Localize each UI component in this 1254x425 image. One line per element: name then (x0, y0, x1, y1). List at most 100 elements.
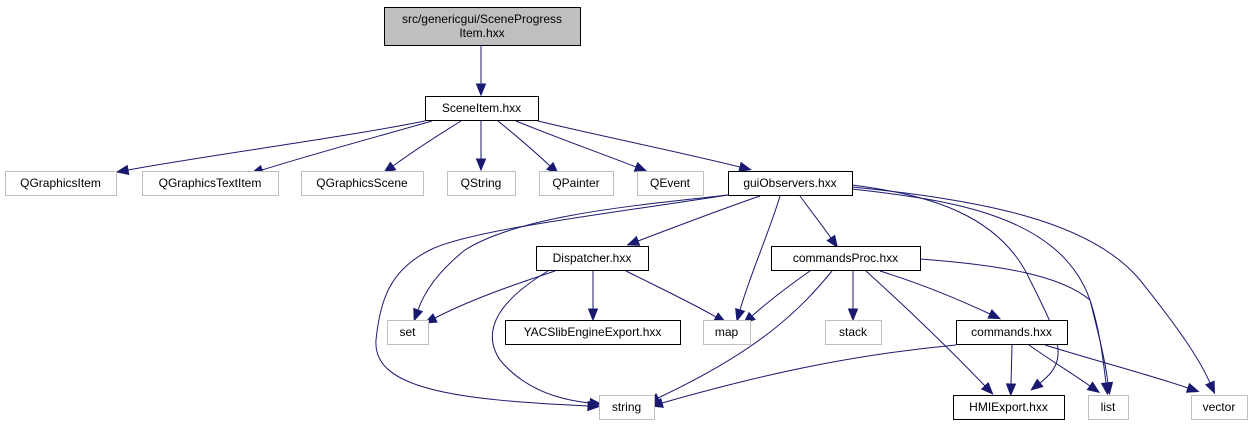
edge-commands-to-list-arrowhead (1086, 381, 1101, 394)
node-list-box (1088, 395, 1129, 420)
node-commandsproc[interactable]: commandsProc.hxx (771, 246, 921, 271)
node-hmiexport-label: HMIExport.hxx (969, 400, 1048, 414)
node-map-label: map (715, 325, 739, 339)
edge-sceneitem-to-qgraphicsitem-arrowhead (115, 164, 130, 176)
node-guiobservers-box (728, 171, 853, 196)
nodes: src/genericgui/SceneProgressItem.hxxScen… (5, 7, 1248, 420)
edge-commands-to-list (1028, 344, 1091, 387)
edge-guiobservers-to-map (739, 195, 781, 311)
node-root-label: src/genericgui/SceneProgress (402, 12, 562, 26)
node-guiobservers-label: guiObservers.hxx (743, 176, 836, 190)
edge-guiobservers-to-dispatcher (637, 195, 761, 242)
edge-commands-to-hmiexport (1010, 344, 1013, 385)
edge-commandsproc-to-list (919, 258, 1107, 384)
edge-commands-to-hmiexport-arrowhead (1005, 383, 1017, 397)
node-yacslibengineexport[interactable]: YACSlibEngineExport.hxx (505, 320, 681, 345)
node-sceneitem-box (425, 96, 539, 121)
edge-commandsproc-to-map (751, 270, 811, 317)
edge-commands-to-vector-arrowhead (1185, 382, 1200, 393)
node-qpainter-label: QPainter (552, 176, 599, 190)
node-qstring-box (447, 171, 516, 196)
node-qgraphicsscene: QGraphicsScene (301, 171, 424, 196)
edge-guiobservers-to-set (417, 194, 729, 311)
node-vector-box (1191, 395, 1248, 420)
edge-commands-to-vector (1044, 344, 1189, 389)
node-qevent-box (637, 171, 704, 196)
node-hmiexport[interactable]: HMIExport.hxx (953, 395, 1065, 420)
node-set: set (387, 320, 429, 345)
node-qevent-label: QEvent (650, 176, 691, 190)
edge-sceneitem-to-qevent (515, 120, 637, 168)
node-guiobservers[interactable]: guiObservers.hxx (728, 171, 853, 196)
edge-commandsproc-to-hmiexport (865, 270, 986, 387)
node-qgraphicsitem-label: QGraphicsItem (20, 176, 101, 190)
node-qgraphicstextitem-label: QGraphicsTextItem (159, 176, 262, 190)
edge-sceneitem-to-qgraphicstextitem (261, 120, 433, 171)
node-list: list (1088, 395, 1129, 420)
edge-dispatcher-to-map (625, 270, 717, 318)
node-string-box (599, 395, 655, 420)
node-qpainter: QPainter (539, 171, 614, 196)
edge-guiobservers-to-vector-arrowhead (1205, 380, 1215, 395)
node-vector-label: vector (1203, 400, 1236, 414)
edge-dispatcher-to-yacslibengineexport-arrowhead (587, 308, 599, 322)
edge-sceneitem-to-qgraphicsscene-arrowhead (383, 161, 397, 174)
edges (115, 45, 1215, 412)
node-qstring: QString (447, 171, 516, 196)
node-root-box (384, 7, 581, 46)
edge-sceneitem-to-guiobservers-arrowhead (738, 161, 752, 172)
node-commandsproc-box (771, 246, 921, 271)
edge-guiobservers-to-commandsproc-arrowhead (826, 234, 839, 249)
node-qgraphicsscene-box (301, 171, 424, 196)
node-hmiexport-box (953, 395, 1065, 420)
edge-root-to-sceneitem-arrowhead (475, 83, 487, 97)
edge-commandsproc-to-commands (879, 270, 991, 315)
edge-commands-to-string (661, 344, 957, 404)
node-sceneitem[interactable]: SceneItem.hxx (425, 96, 539, 121)
edge-sceneitem-to-guiobservers (537, 120, 741, 168)
edge-guiobservers-to-vector (851, 186, 1211, 384)
edge-guiobservers-to-string (375, 194, 729, 407)
edge-sceneitem-to-qevent-arrowhead (633, 161, 648, 172)
node-yacslibengineexport-label: YACSlibEngineExport.hxx (524, 325, 662, 339)
node-qgraphicsitem-box (5, 171, 117, 196)
node-qgraphicstextitem: QGraphicsTextItem (142, 171, 279, 196)
edge-sceneitem-to-qgraphicsscene (392, 120, 462, 167)
node-map-box (703, 320, 751, 345)
edge-guiobservers-to-hmiexport (851, 184, 1059, 384)
edge-guiobservers-to-list (851, 188, 1109, 384)
node-vector: vector (1191, 395, 1248, 420)
node-commandsproc-label: commandsProc.hxx (793, 251, 898, 265)
node-qpainter-box (539, 171, 614, 196)
edge-sceneitem-to-qgraphicsitem (127, 120, 426, 171)
node-qevent: QEvent (637, 171, 704, 196)
edge-dispatcher-to-string-arrowhead (588, 397, 603, 409)
edge-guiobservers-to-dispatcher-arrowhead (626, 235, 641, 246)
edge-sceneitem-to-qpainter (497, 120, 551, 167)
edge-commandsproc-to-commands-arrowhead (987, 309, 1002, 320)
edge-sceneitem-to-qstring-arrowhead (475, 158, 487, 172)
edge-dispatcher-to-string (491, 270, 591, 404)
node-stack: stack (825, 320, 882, 345)
node-dispatcher[interactable]: Dispatcher.hxx (536, 246, 649, 271)
node-root-label: Item.hxx (459, 26, 504, 40)
node-map: map (703, 320, 751, 345)
node-dispatcher-box (536, 246, 649, 271)
edge-commandsproc-to-hmiexport-arrowhead (980, 382, 994, 395)
node-list-label: list (1101, 400, 1116, 414)
node-commands-label: commands.hxx (971, 325, 1052, 339)
node-qgraphicsitem: QGraphicsItem (5, 171, 117, 196)
edge-commandsproc-to-list-arrowhead (1100, 381, 1112, 396)
node-set-box (387, 320, 429, 345)
node-string: string (599, 395, 655, 420)
edge-guiobservers-to-set-arrowhead (413, 307, 424, 322)
edge-commandsproc-to-string (657, 270, 833, 399)
node-commands[interactable]: commands.hxx (956, 320, 1068, 345)
node-string-label: string (612, 400, 641, 414)
node-qgraphicstextitem-box (142, 171, 279, 196)
node-stack-label: stack (839, 325, 868, 339)
node-yacslibengineexport-box (505, 320, 681, 345)
node-dispatcher-label: Dispatcher.hxx (553, 251, 632, 265)
